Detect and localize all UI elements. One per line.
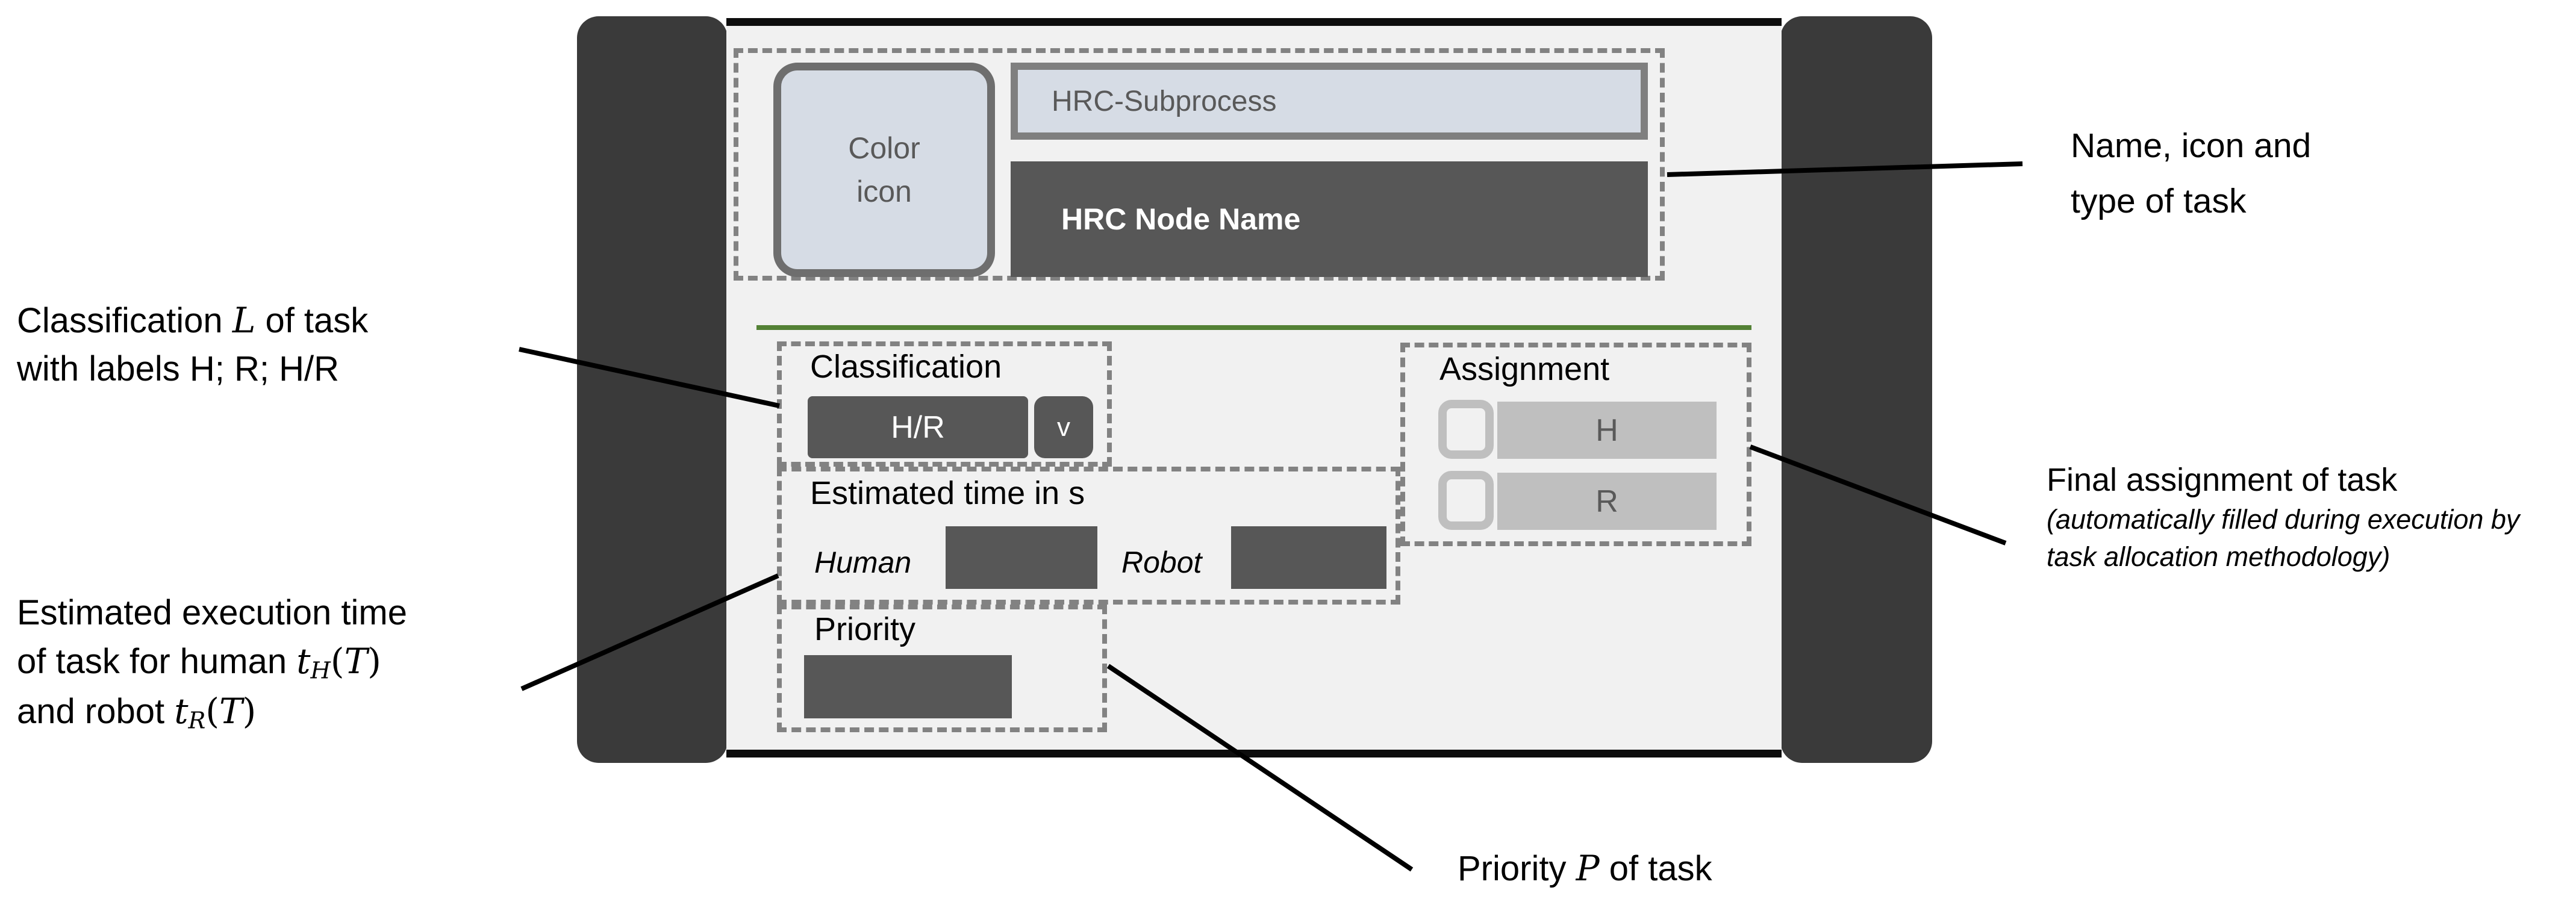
annotation-priority: Priority P of task [1458, 848, 1712, 889]
annotation-classification: Classification L of task with labels H; … [17, 296, 368, 393]
robot-time-input[interactable] [1231, 526, 1386, 589]
math-var-P: P [1576, 848, 1600, 889]
annotation-name-type: Name, icon and type of task [2071, 118, 2311, 229]
annotation-line: Final assignment of task [2047, 462, 2398, 498]
header-dashed-group [734, 48, 1665, 281]
subprocess-type-bar: HRC-Subprocess [1011, 63, 1648, 140]
assignment-title: Assignment [1439, 351, 1610, 387]
dropdown-caret-button[interactable]: v [1034, 396, 1093, 458]
priority-dashed-group [777, 605, 1107, 732]
annotation-line: of task for human tH(T) [17, 641, 381, 685]
estimated-time-title: Estimated time in s [810, 475, 1085, 511]
math-var-T: T [219, 691, 243, 732]
subprocess-type-label: HRC-Subprocess [1052, 85, 1277, 117]
math-sub-R: R [188, 707, 206, 735]
annotation-line: and robot tR(T) [17, 691, 257, 735]
annotation-line: Name, icon and [2071, 126, 2312, 165]
annotation-estimated-time: Estimated execution time of task for hum… [17, 589, 407, 738]
robot-time-label: Robot [1121, 546, 1202, 579]
math-var-t: t [174, 691, 189, 732]
card-right-dark-bar [1780, 16, 1932, 763]
priority-input[interactable] [804, 655, 1012, 718]
annotation-line: with labels H; R; H/R [17, 349, 340, 389]
annotation-line: (automatically filled during execution b… [2047, 504, 2520, 535]
classification-dropdown[interactable]: H/R [808, 396, 1028, 458]
priority-title: Priority [814, 611, 916, 647]
annotation-line: Estimated execution time [17, 593, 407, 632]
node-name-bar: HRC Node Name [1011, 161, 1648, 277]
color-icon-placeholder: Color icon [773, 63, 995, 277]
assignment-checkbox-r[interactable] [1438, 471, 1494, 530]
annotation-line: task allocation methodology) [2047, 541, 2390, 573]
assignment-checkbox-h[interactable] [1438, 400, 1494, 459]
math-var-t: t [296, 641, 311, 682]
human-time-label: Human [814, 546, 912, 579]
classification-title: Classification [810, 349, 1002, 385]
assignment-dashed-group [1400, 343, 1751, 546]
human-time-input[interactable] [946, 526, 1097, 589]
annotation-assignment: Final assignment of task (automatically … [2047, 459, 2519, 576]
assignment-option-r[interactable]: R [1497, 473, 1717, 530]
card-left-dark-bar [577, 16, 728, 763]
assignment-option-h[interactable]: H [1497, 402, 1717, 459]
math-var-T: T [344, 641, 368, 682]
green-divider [756, 325, 1751, 330]
math-sub-H: H [310, 657, 331, 685]
math-var-L: L [232, 300, 256, 341]
annotation-line: Classification L of task [17, 300, 369, 341]
estimated-time-dashed-group [777, 467, 1400, 605]
node-name-label: HRC Node Name [1061, 202, 1301, 236]
annotation-line: type of task [2071, 182, 2247, 221]
